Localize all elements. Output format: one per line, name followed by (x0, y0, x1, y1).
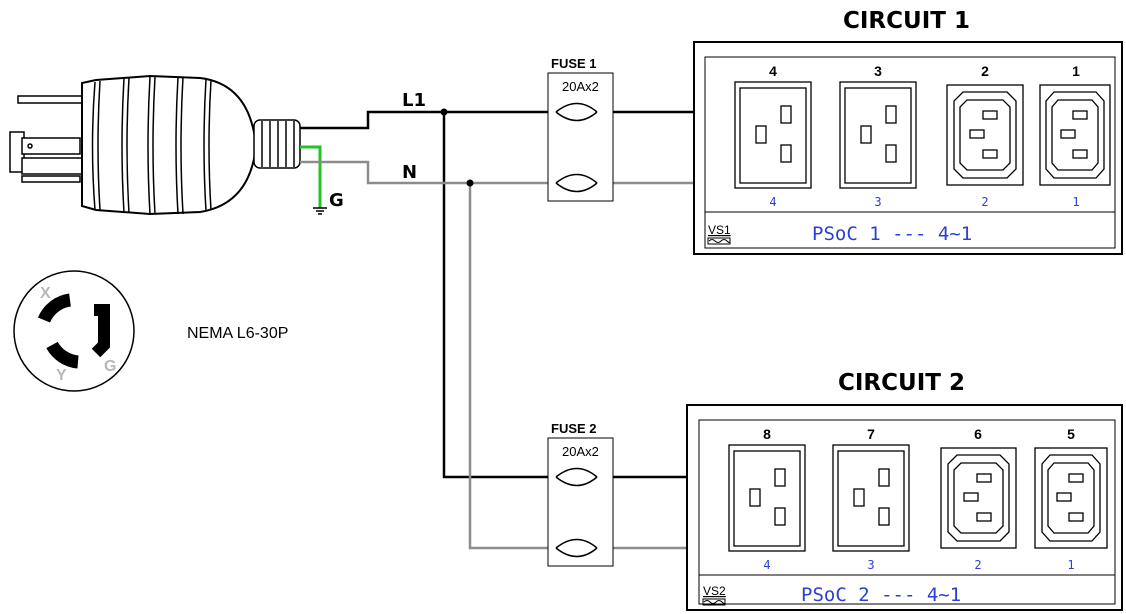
circuit-1-outlet-number: 4 (769, 63, 777, 79)
fuse-2-rating: 20Ax2 (562, 444, 599, 459)
fuse-2-element-n (555, 538, 598, 549)
neutral-wire-branch (468, 183, 556, 550)
plug-face-view: X Y G (13, 270, 135, 392)
ground-wire (300, 145, 322, 208)
c19-outlet-icon (728, 444, 806, 552)
g-label: G (329, 190, 344, 211)
ground-symbol (313, 207, 327, 215)
circuit-2-title: CIRCUIT 2 (838, 370, 965, 396)
fuse-1-box (547, 72, 614, 202)
neutral-wire (300, 160, 556, 185)
l1-junction (440, 108, 448, 116)
line-wire-l1 (300, 110, 556, 130)
wave-icon (702, 598, 726, 606)
circuit-1-outlet-number: 3 (874, 63, 882, 79)
c13-outlet-icon (1034, 447, 1108, 549)
circuit-2-psoc-label: PSoC 2 --- 4~1 (801, 584, 961, 606)
circuit-2-slot-number: 3 (867, 558, 874, 572)
circuit-1-outlet-number: 2 (981, 63, 989, 79)
circuit-2-outlet-number: 5 (1067, 426, 1075, 442)
fuse-2: FUSE 2 20Ax2 (547, 421, 614, 567)
plug-strain-relief (253, 119, 301, 169)
circuit-1-inner-box (704, 56, 1116, 249)
circuit-1: CIRCUIT 1 4 3 2 1 (693, 8, 1123, 255)
plug-model-label: NEMA L6-30P (187, 325, 288, 342)
n-label: N (402, 162, 417, 183)
circuit-2-inner-box (698, 419, 1116, 605)
c13-outlet-icon (946, 84, 1024, 186)
fuse-2-element-l1 (555, 467, 598, 478)
fuse-1: FUSE 1 20Ax2 (547, 56, 614, 202)
wires (300, 108, 694, 550)
fuse-1-element-n (555, 173, 598, 184)
fuse-2-title: FUSE 2 (551, 421, 597, 436)
prong-y (46, 341, 80, 369)
circuit-2-slot-number: 1 (1067, 558, 1074, 572)
n-junction (466, 179, 474, 187)
circuit-1-vs-label: VS1 (708, 223, 731, 237)
circuit-1-slot-number: 3 (874, 195, 881, 209)
fuse-1-title: FUSE 1 (551, 56, 597, 71)
l1-label: L1 (402, 90, 426, 111)
circuit-1-slot-number: 2 (981, 195, 988, 209)
prong-g (91, 304, 110, 358)
circuit-2-outlet-number: 8 (763, 426, 771, 442)
circuit-2-slot-number: 2 (974, 558, 981, 572)
circuit-1-outlet-number: 1 (1072, 63, 1080, 79)
fuse-1-rating: 20Ax2 (562, 79, 599, 94)
circuit-2: CIRCUIT 2 8 7 6 5 (686, 370, 1123, 611)
circuit-2-slot-number: 4 (763, 558, 770, 572)
circuit-1-slot-number: 1 (1072, 195, 1079, 209)
circuit-2-outlet-number: 7 (867, 426, 875, 442)
wave-icon (707, 237, 731, 245)
plug-side-view (9, 74, 301, 216)
c19-outlet-icon (832, 444, 910, 552)
c19-outlet-icon (839, 81, 917, 189)
c19-outlet-icon (734, 81, 812, 189)
line-wire-l1-branch (442, 112, 556, 479)
pin-g-label: G (104, 358, 116, 375)
plug-grip-lines (91, 76, 212, 215)
c13-outlet-icon (1039, 84, 1111, 186)
fuse-2-box (547, 437, 614, 567)
circuit-1-title: CIRCUIT 1 (843, 8, 970, 34)
circuit-1-psoc-label: PSoC 1 --- 4~1 (812, 223, 972, 245)
pin-y-label: Y (56, 367, 67, 384)
pin-x-label: X (40, 285, 51, 302)
c13-outlet-icon (940, 447, 1017, 549)
plug-face-outline (13, 270, 135, 392)
plug-prongs (9, 95, 83, 183)
circuit-2-vs-label: VS2 (703, 584, 726, 598)
plug-body (81, 74, 258, 216)
circuit-2-outlet-number: 6 (974, 426, 982, 442)
prong-x (38, 293, 72, 323)
circuit-1-slot-number: 4 (769, 195, 776, 209)
fuse-1-element-l1 (555, 102, 598, 113)
